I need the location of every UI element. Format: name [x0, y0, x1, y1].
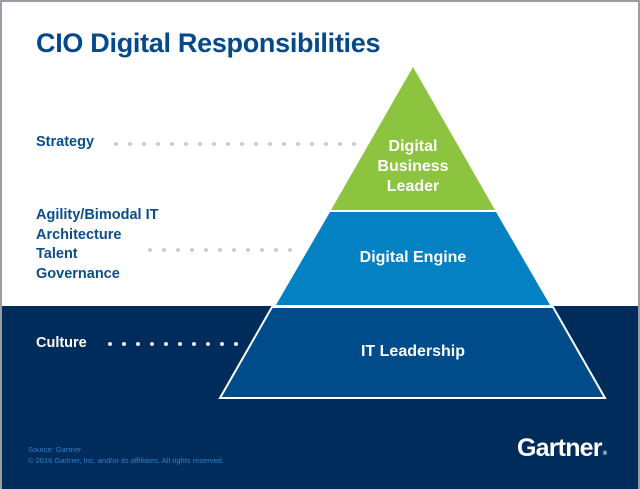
label-engine-group: Agility/Bimodal IT Architecture Talent G… [36, 206, 158, 284]
tier-label-digital-business-leader: Digital Business Leader [343, 137, 483, 197]
footer-credits: Source: Gartner © 2016 Gartner, Inc. and… [28, 444, 224, 466]
tier-bottom-navy [218, 306, 607, 399]
gartner-logo: Gartner® [517, 434, 607, 463]
tier-label-line: IT Leadership [360, 343, 466, 360]
page-title: CIO Digital Responsibilities [36, 28, 381, 58]
label-architecture: Architecture [36, 226, 122, 243]
engine-dotted-line [148, 248, 292, 252]
tier-label-line: Digital [388, 138, 438, 155]
label-culture: Culture [36, 334, 87, 354]
label-agility: Agility/Bimodal IT [36, 207, 159, 223]
label-governance: Governance [36, 265, 120, 282]
label-talent: Talent [36, 246, 78, 262]
label-line: Culture [36, 335, 87, 351]
culture-dotted-line [108, 342, 238, 346]
tier-label-line: Business [377, 158, 449, 175]
logo-text: Gartner [517, 434, 603, 462]
tier-label-digital-engine: Digital Engine [333, 248, 493, 268]
strategy-dotted-line [114, 142, 356, 146]
tier-label-line: Leader [386, 178, 440, 195]
label-strategy: Strategy [36, 133, 94, 153]
tier-label-line: Digital Engine [359, 249, 467, 266]
tier-label-it-leadership: IT Leadership [333, 342, 493, 362]
label-line: Strategy [36, 134, 95, 150]
footer-copyright: © 2016 Gartner, Inc. and/or its affiliat… [28, 456, 224, 465]
footer-source: Source: Gartner [28, 445, 82, 454]
registered-mark-icon: ® [602, 451, 608, 457]
tier-middle-blue [276, 212, 550, 305]
tier-top-green [331, 67, 495, 210]
